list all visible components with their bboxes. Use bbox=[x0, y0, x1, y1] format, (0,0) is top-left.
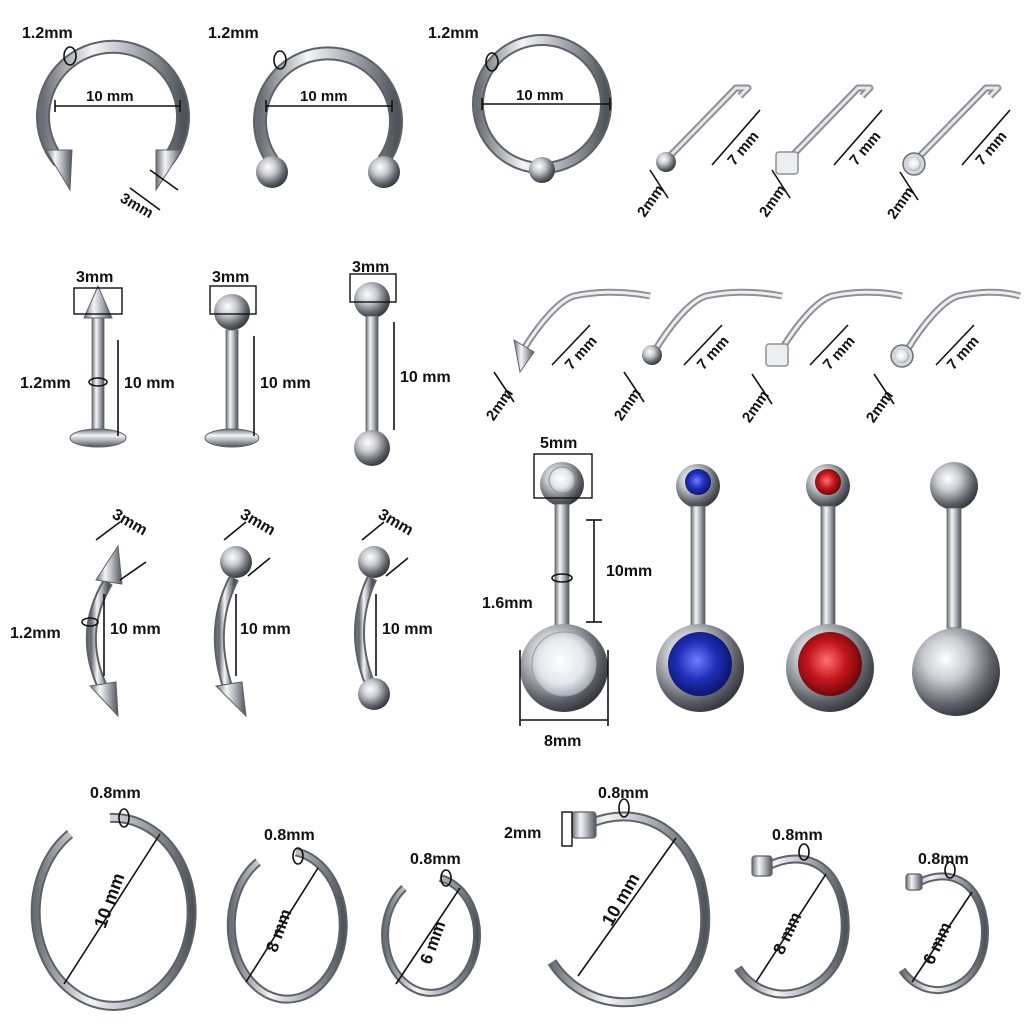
gauge-label: 1.2mm bbox=[22, 25, 73, 42]
l-nose-stud-gem-icon bbox=[902, 84, 1002, 176]
diameter-label: 6 mm bbox=[416, 918, 449, 966]
l-nose-stud-flat-icon bbox=[775, 84, 874, 175]
length-label: 10 mm bbox=[110, 621, 161, 638]
top-size-label: 3mm bbox=[352, 259, 389, 276]
l-nose-stud-ball-icon bbox=[656, 84, 752, 172]
diameter-label: 10 mm bbox=[300, 88, 348, 105]
top-size-label: 3mm bbox=[237, 506, 278, 539]
top-size-label: 2mm bbox=[634, 182, 668, 220]
diameter-label: 8 mm bbox=[262, 906, 295, 954]
curved-barbell-ball-spike-icon bbox=[213, 546, 252, 718]
length-label: 7 mm bbox=[724, 128, 762, 169]
top-size-label: 2mm bbox=[884, 184, 918, 222]
top-size-label: 3mm bbox=[76, 269, 113, 286]
top-size-label: 2mm bbox=[504, 825, 541, 842]
top-size-label: 2mm bbox=[483, 386, 517, 424]
length-label: 7 mm bbox=[944, 333, 983, 373]
length-label: 7 mm bbox=[972, 128, 1010, 169]
length-label: 10 mm bbox=[260, 375, 311, 392]
nose-hoop-stud-10mm-icon bbox=[547, 811, 711, 1008]
length-label: 10mm bbox=[606, 563, 652, 580]
nose-hoop-8mm-icon bbox=[226, 847, 348, 1004]
length-label: 7 mm bbox=[694, 333, 733, 373]
belly-ring-red-icon bbox=[786, 464, 874, 712]
nose-hoop-stud-6mm-icon bbox=[898, 872, 989, 995]
labret-spike-icon bbox=[69, 284, 127, 448]
gauge-label: 1.2mm bbox=[428, 25, 479, 42]
length-label: 7 mm bbox=[562, 333, 601, 373]
belly-ring-clear-icon bbox=[520, 462, 608, 712]
horseshoe-spike-icon bbox=[36, 39, 190, 192]
gauge-label: 1.6mm bbox=[482, 595, 533, 612]
length-label: 10 mm bbox=[240, 621, 291, 638]
nose-hoop-6mm-icon bbox=[381, 874, 482, 997]
length-label: 10 mm bbox=[382, 621, 433, 638]
diameter-label: 8 mm bbox=[769, 909, 805, 957]
belly-ring-plain-icon bbox=[912, 462, 1000, 716]
diameter-label: 10 mm bbox=[90, 870, 128, 930]
top-size-label: 3mm bbox=[212, 269, 249, 286]
diameter-label: 6 mm bbox=[919, 919, 955, 967]
gauge-label: 1.2mm bbox=[20, 375, 71, 392]
gauge-label: 0.8mm bbox=[772, 827, 823, 844]
gauge-label: 0.8mm bbox=[264, 827, 315, 844]
gauge-label: 0.8mm bbox=[90, 785, 141, 802]
diameter-label: 10 mm bbox=[598, 870, 644, 929]
bottom-size-label: 8mm bbox=[544, 733, 581, 750]
belly-ring-blue-icon bbox=[656, 464, 744, 712]
top-size-label: 2mm bbox=[611, 386, 645, 424]
labret-ball-icon bbox=[204, 294, 260, 448]
length-label: 7 mm bbox=[820, 333, 859, 373]
gauge-label: 0.8mm bbox=[598, 785, 649, 802]
length-label: 10 mm bbox=[124, 375, 175, 392]
horseshoe-ball-icon bbox=[253, 46, 403, 188]
top-size-label: 3mm bbox=[375, 506, 416, 539]
gauge-label: 0.8mm bbox=[410, 851, 461, 868]
nose-hoop-10mm-icon bbox=[30, 812, 197, 1011]
gauge-label: 1.2mm bbox=[10, 625, 61, 642]
length-label: 10 mm bbox=[400, 369, 451, 386]
top-size-label: 2mm bbox=[739, 388, 773, 426]
top-size-label: 5mm bbox=[540, 435, 577, 452]
curved-barbell-spike-icon bbox=[85, 544, 123, 718]
curved-barbell-ball-icon bbox=[354, 546, 390, 710]
barbell-icon bbox=[354, 282, 390, 466]
spike-size-label: 3mm bbox=[117, 190, 156, 222]
gauge-label: 0.8mm bbox=[918, 851, 969, 868]
top-size-label: 2mm bbox=[756, 182, 790, 220]
screw-nose-stud-flat-icon bbox=[765, 288, 903, 367]
gauge-label: 1.2mm bbox=[208, 25, 259, 42]
nose-hoop-stud-8mm-icon bbox=[734, 854, 850, 999]
screw-nose-stud-ball-icon bbox=[642, 288, 783, 365]
screw-nose-stud-gem-icon bbox=[890, 288, 1022, 368]
screw-nose-stud-spike-icon bbox=[513, 288, 651, 374]
top-size-label: 2mm bbox=[863, 388, 897, 426]
top-size-label: 3mm bbox=[109, 506, 150, 539]
diameter-label: 10 mm bbox=[86, 88, 134, 105]
diameter-label: 10 mm bbox=[516, 87, 564, 104]
length-label: 7 mm bbox=[846, 128, 884, 169]
